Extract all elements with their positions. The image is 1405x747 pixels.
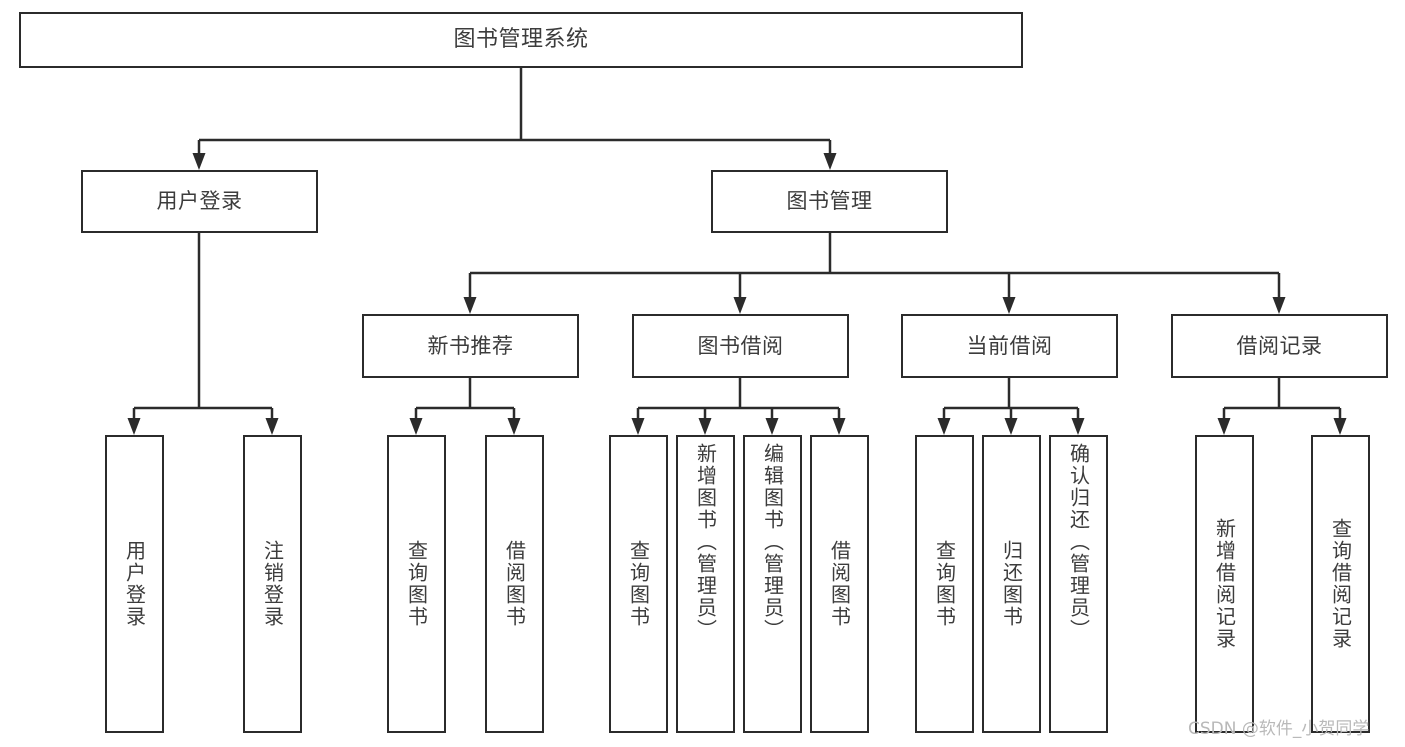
arrow-head-icon: [765, 418, 779, 435]
arrow-head-icon: [733, 297, 747, 314]
arrow-head-icon: [1333, 418, 1347, 435]
node-current-borrow[interactable]: 当前借阅: [901, 314, 1118, 378]
arrow-head-icon: [1272, 297, 1286, 314]
node-label: 图书管理系统: [453, 27, 589, 53]
node-label: 借阅记录: [1236, 333, 1323, 358]
arrow-head-icon: [1071, 418, 1085, 435]
node-leaf-query-book-current[interactable]: 查询图书: [915, 435, 974, 733]
node-label: 新增图书（管理员）: [693, 443, 718, 641]
node-label: 归还图书: [999, 540, 1024, 628]
node-leaf-query-borrow-record[interactable]: 查询借阅记录: [1311, 435, 1370, 733]
node-leaf-borrow-book[interactable]: 借阅图书: [810, 435, 869, 733]
node-leaf-add-book[interactable]: 新增图书（管理员）: [676, 435, 735, 733]
node-label: 注销登录: [260, 540, 285, 628]
arrow-head-icon: [823, 153, 837, 170]
node-leaf-user-login[interactable]: 用户登录: [105, 435, 164, 733]
node-book-manage[interactable]: 图书管理: [711, 170, 948, 233]
node-label: 用户登录: [122, 540, 147, 628]
node-label: 查询图书: [932, 540, 957, 628]
arrow-head-icon: [409, 418, 423, 435]
watermark-text: CSDN @软件_小贺同学: [1188, 719, 1370, 739]
node-leaf-logout[interactable]: 注销登录: [243, 435, 302, 733]
node-leaf-query-book-recommend[interactable]: 查询图书: [387, 435, 446, 733]
node-label: 用户登录: [156, 189, 243, 214]
arrow-head-icon: [698, 418, 712, 435]
node-leaf-confirm-return[interactable]: 确认归还（管理员）: [1049, 435, 1108, 733]
node-label: 确认归还（管理员）: [1066, 443, 1091, 641]
node-label: 图书管理: [786, 189, 873, 214]
node-root[interactable]: 图书管理系统: [19, 12, 1023, 68]
node-leaf-query-book-borrow[interactable]: 查询图书: [609, 435, 668, 733]
arrow-head-icon: [127, 418, 141, 435]
node-leaf-return-book[interactable]: 归还图书: [982, 435, 1041, 733]
arrow-head-icon: [265, 418, 279, 435]
arrow-head-icon: [463, 297, 477, 314]
arrow-head-icon: [507, 418, 521, 435]
node-borrow-record[interactable]: 借阅记录: [1171, 314, 1388, 378]
arrow-head-icon: [1004, 418, 1018, 435]
node-leaf-edit-book[interactable]: 编辑图书（管理员）: [743, 435, 802, 733]
node-leaf-add-borrow-record[interactable]: 新增借阅记录: [1195, 435, 1254, 733]
arrow-head-icon: [937, 418, 951, 435]
node-label: 借阅图书: [502, 540, 527, 628]
arrow-head-icon: [1217, 418, 1231, 435]
node-label: 编辑图书（管理员）: [760, 443, 785, 641]
node-label: 查询图书: [626, 540, 651, 628]
node-leaf-borrow-book-recommend[interactable]: 借阅图书: [485, 435, 544, 733]
node-label: 当前借阅: [966, 333, 1053, 358]
arrow-head-icon: [631, 418, 645, 435]
arrow-head-icon: [832, 418, 846, 435]
node-label: 新书推荐: [427, 333, 514, 358]
node-book-borrow[interactable]: 图书借阅: [632, 314, 849, 378]
node-label: 图书借阅: [697, 333, 784, 358]
node-new-book-recommend[interactable]: 新书推荐: [362, 314, 579, 378]
node-user-login[interactable]: 用户登录: [81, 170, 318, 233]
node-label: 借阅图书: [827, 540, 852, 628]
arrow-head-icon: [1002, 297, 1016, 314]
node-label: 新增借阅记录: [1212, 518, 1237, 650]
node-label: 查询借阅记录: [1328, 518, 1353, 650]
node-label: 查询图书: [404, 540, 429, 628]
arrow-head-icon: [192, 153, 206, 170]
